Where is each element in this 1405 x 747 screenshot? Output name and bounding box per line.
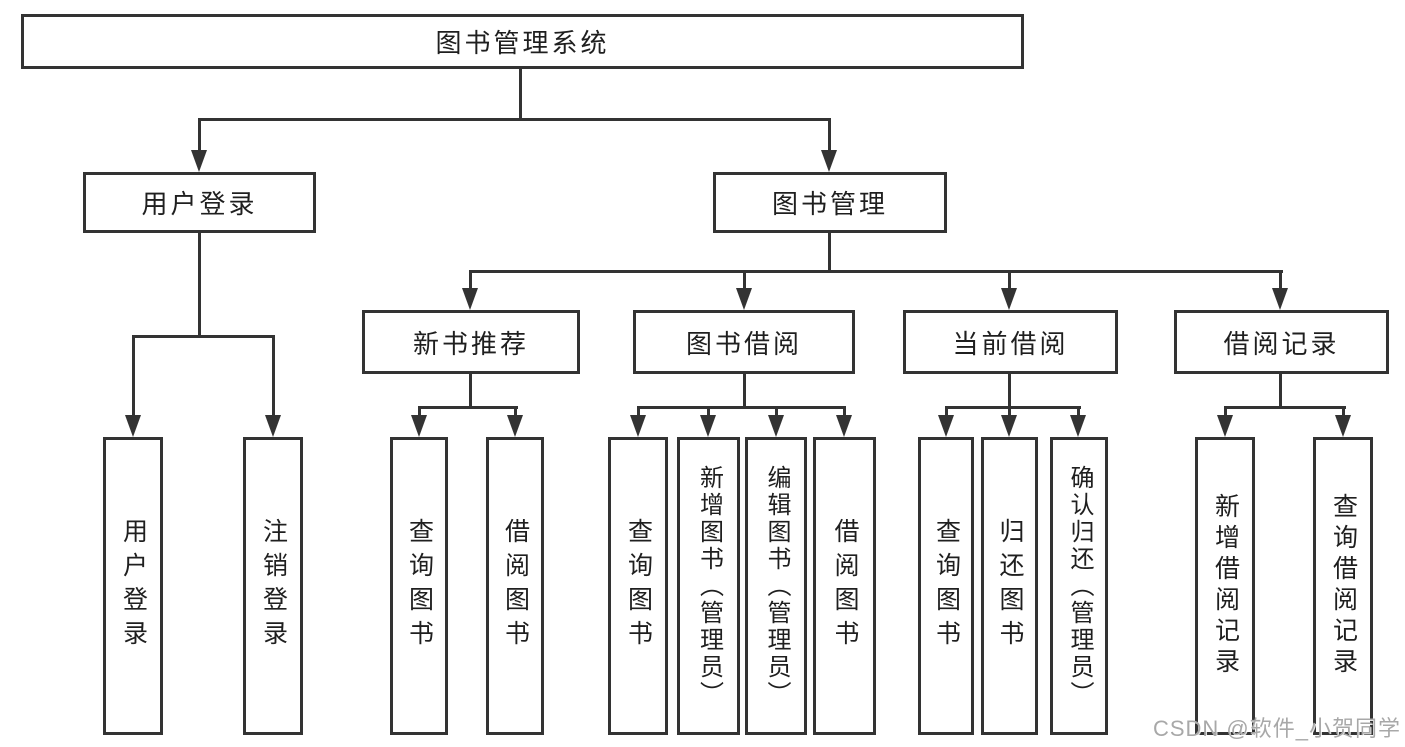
connector-line xyxy=(945,406,948,420)
leaf-label: 确认归还（管理员） xyxy=(1066,464,1093,708)
connector-line xyxy=(637,406,846,409)
leaf-label: 编辑图书（管理员） xyxy=(763,464,790,708)
arrowhead-icon xyxy=(736,288,752,310)
leaf-label: 查询图书 xyxy=(932,518,961,654)
connector-line xyxy=(418,406,518,409)
leaf-logout-login: 注销登录 xyxy=(243,437,303,735)
arrowhead-icon xyxy=(125,415,141,437)
leaf-borrow-books-recommend: 借阅图书 xyxy=(486,437,544,735)
leaf-label: 归还图书 xyxy=(996,518,1024,654)
node-label: 图书管理系统 xyxy=(435,28,610,58)
connector-line xyxy=(514,406,517,420)
leaf-borrow-books: 借阅图书 xyxy=(813,437,876,735)
leaf-label: 新增图书（管理员） xyxy=(695,464,723,708)
connector-line xyxy=(743,270,746,292)
connector-line xyxy=(775,406,778,420)
connector-line xyxy=(132,335,135,417)
leaf-label: 查询图书 xyxy=(405,518,434,654)
connector-line xyxy=(828,231,831,272)
connector-line xyxy=(198,118,831,121)
connector-line xyxy=(743,372,746,408)
arrowhead-icon xyxy=(265,415,281,437)
connector-line xyxy=(469,270,472,292)
arrowhead-icon xyxy=(1272,288,1288,310)
node-book-borrow: 图书借阅 xyxy=(633,310,855,374)
arrowhead-icon xyxy=(1001,288,1017,310)
node-label: 新书推荐 xyxy=(412,328,529,359)
leaf-label: 注销登录 xyxy=(259,518,288,654)
connector-line xyxy=(1279,270,1282,292)
node-user-login: 用户登录 xyxy=(83,172,316,233)
arrowhead-icon xyxy=(1070,415,1086,437)
connector-line xyxy=(945,406,1081,409)
connector-line xyxy=(132,335,275,338)
arrowhead-icon xyxy=(1001,415,1017,437)
node-label: 图书借阅 xyxy=(685,328,802,359)
connector-line xyxy=(637,406,640,420)
node-library-system: 图书管理系统 xyxy=(21,14,1024,69)
connector-line xyxy=(198,231,201,335)
arrowhead-icon xyxy=(700,415,716,437)
arrowhead-icon xyxy=(1335,415,1351,437)
connector-line xyxy=(1224,406,1346,409)
leaf-add-book-admin: 新增图书（管理员） xyxy=(677,437,740,735)
node-label: 用户登录 xyxy=(141,189,258,219)
connector-line xyxy=(1342,406,1345,420)
connector-line xyxy=(198,118,201,152)
connector-line xyxy=(469,372,472,408)
connector-line xyxy=(843,406,846,420)
leaf-return-books: 归还图书 xyxy=(981,437,1038,735)
leaf-label: 借阅图书 xyxy=(501,518,530,654)
leaf-label: 查询图书 xyxy=(624,518,653,654)
connector-line xyxy=(1279,372,1282,408)
leaf-confirm-return-admin: 确认归还（管理员） xyxy=(1050,437,1108,735)
node-label: 借阅记录 xyxy=(1223,328,1340,359)
arrowhead-icon xyxy=(938,415,954,437)
arrowhead-icon xyxy=(1217,415,1233,437)
node-label: 图书管理 xyxy=(771,189,888,219)
connector-line xyxy=(469,270,1283,273)
leaf-user-login: 用户登录 xyxy=(103,437,163,735)
leaf-query-books-recommend: 查询图书 xyxy=(390,437,448,735)
connector-line xyxy=(1008,372,1011,408)
leaf-query-books-borrow: 查询图书 xyxy=(608,437,668,735)
node-book-management: 图书管理 xyxy=(713,172,947,233)
leaf-query-borrow-record: 查询借阅记录 xyxy=(1313,437,1373,735)
leaf-label: 用户登录 xyxy=(119,518,148,654)
arrowhead-icon xyxy=(507,415,523,437)
node-new-book-recommend: 新书推荐 xyxy=(362,310,580,374)
csdn-watermark: CSDN @软件_小贺同学 xyxy=(1152,716,1401,741)
connector-line xyxy=(1008,406,1011,420)
arrowhead-icon xyxy=(768,415,784,437)
connector-line xyxy=(1077,406,1080,420)
connector-line xyxy=(272,335,275,417)
connector-line xyxy=(1008,270,1011,292)
arrowhead-icon xyxy=(191,150,207,172)
leaf-label: 查询借阅记录 xyxy=(1329,493,1358,679)
arrowhead-icon xyxy=(821,150,837,172)
leaf-add-borrow-record: 新增借阅记录 xyxy=(1195,437,1255,735)
arrowhead-icon xyxy=(462,288,478,310)
connector-line xyxy=(707,406,710,420)
node-label: 当前借阅 xyxy=(952,328,1069,359)
node-borrow-records: 借阅记录 xyxy=(1174,310,1389,374)
connector-line xyxy=(519,68,522,121)
connector-line xyxy=(418,406,421,420)
leaf-edit-book-admin: 编辑图书（管理员） xyxy=(745,437,807,735)
arrowhead-icon xyxy=(411,415,427,437)
leaf-query-books-current: 查询图书 xyxy=(918,437,974,735)
leaf-label: 新增借阅记录 xyxy=(1211,493,1240,679)
connector-line xyxy=(1224,406,1227,420)
arrowhead-icon xyxy=(836,415,852,437)
connector-line xyxy=(828,118,831,152)
leaf-label: 借阅图书 xyxy=(831,518,859,654)
node-current-borrow: 当前借阅 xyxy=(903,310,1118,374)
arrowhead-icon xyxy=(630,415,646,437)
